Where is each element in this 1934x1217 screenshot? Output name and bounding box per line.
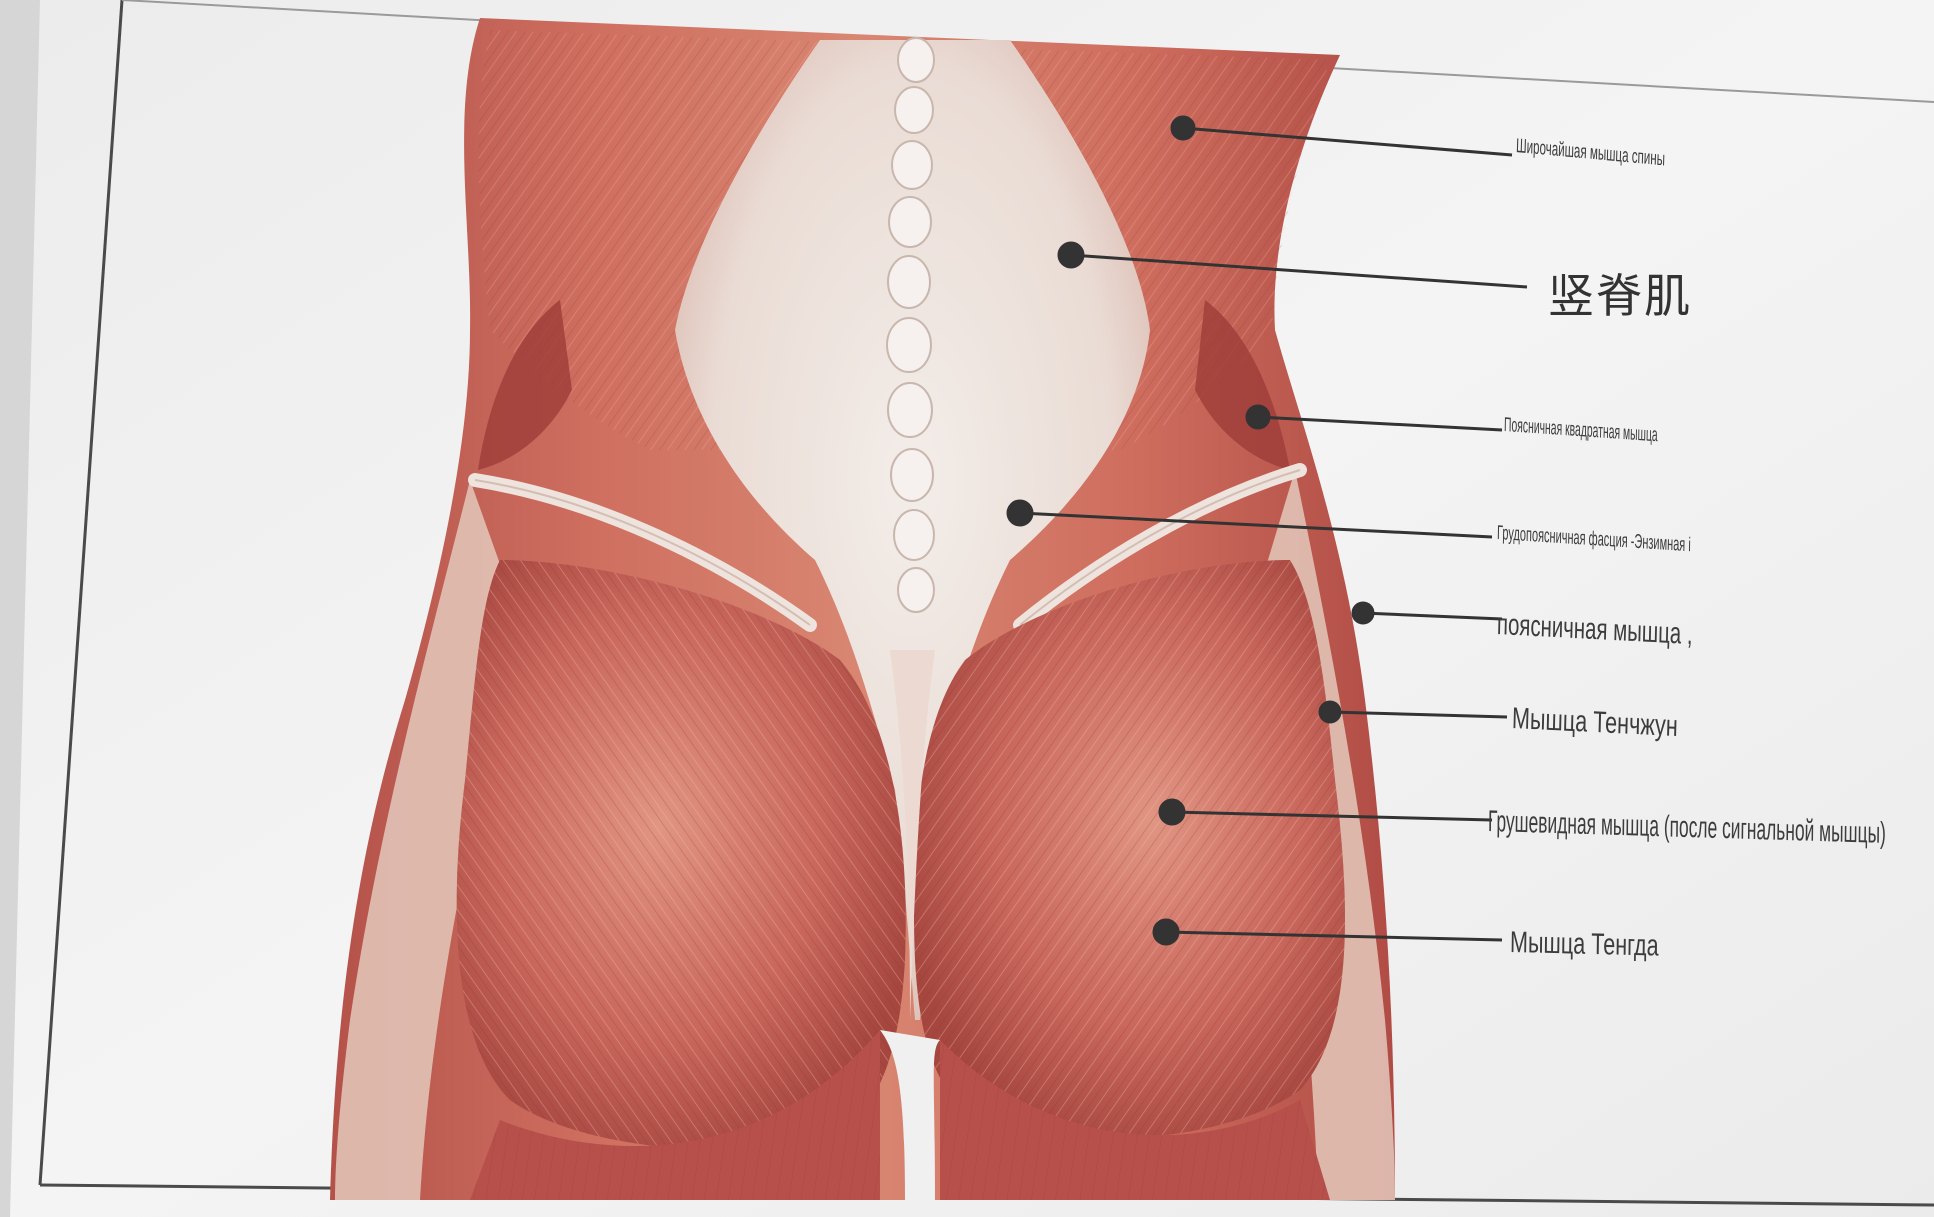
label-lumbar-muscle-mark: , — [1687, 618, 1693, 651]
label-thoracolumbar-fascia-mark: i — [1688, 534, 1691, 556]
label-erector-spinae: 竖脊肌 — [1548, 260, 1692, 326]
label-tengda-muscle: Мышца Тенгда — [1510, 926, 1659, 964]
